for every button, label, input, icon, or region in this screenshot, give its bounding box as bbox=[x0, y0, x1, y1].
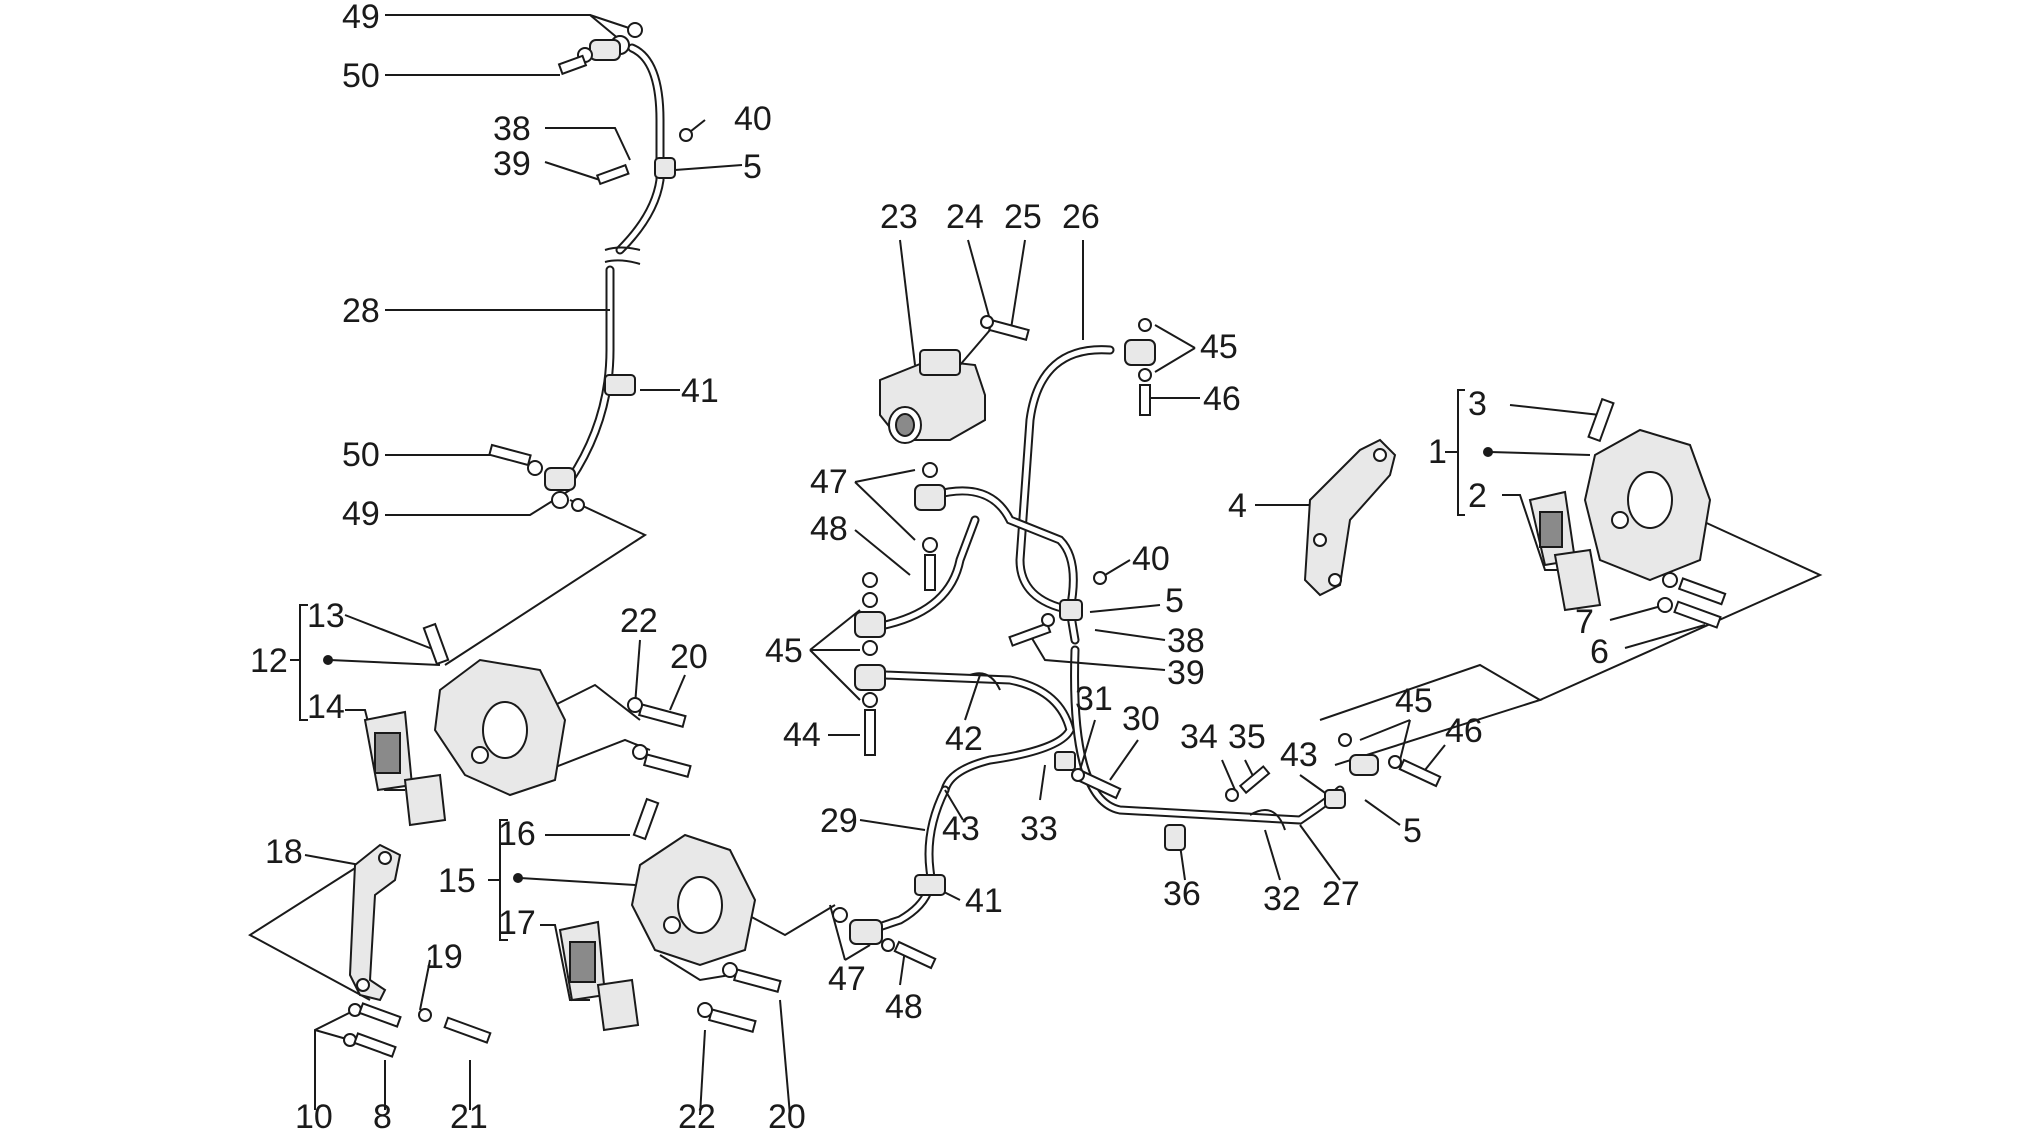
part-label: 17 bbox=[498, 904, 536, 942]
part-label: 5 bbox=[1403, 812, 1422, 850]
part-label: 7 bbox=[1575, 603, 1594, 641]
dot-1 bbox=[1483, 447, 1493, 457]
part-label: 41 bbox=[681, 372, 719, 410]
part-label: 34 bbox=[1180, 718, 1218, 756]
part-label: 38 bbox=[1167, 622, 1205, 660]
caliper-left bbox=[363, 622, 692, 827]
part-label: 50 bbox=[342, 436, 380, 474]
part-label: 47 bbox=[810, 463, 848, 501]
part-label: 33 bbox=[1020, 810, 1058, 848]
part-label: 40 bbox=[734, 100, 772, 138]
part-label: 43 bbox=[942, 810, 980, 848]
part-label: 14 bbox=[307, 688, 345, 726]
part-label: 44 bbox=[783, 716, 821, 754]
part-label: 25 bbox=[1004, 198, 1042, 236]
part-label: 47 bbox=[828, 960, 866, 998]
part-label: 45 bbox=[1395, 682, 1433, 720]
part-label: 3 bbox=[1468, 385, 1487, 423]
part-label: 18 bbox=[265, 833, 303, 871]
part-label: 46 bbox=[1445, 712, 1483, 750]
part-label: 4 bbox=[1228, 487, 1247, 525]
dot-15 bbox=[513, 873, 523, 883]
part-label: 12 bbox=[250, 642, 288, 680]
brake-pipes bbox=[565, 43, 1345, 935]
part-label: 20 bbox=[670, 638, 708, 676]
master-cylinder bbox=[879, 329, 991, 444]
part-label: 28 bbox=[342, 292, 380, 330]
part-label: 31 bbox=[1075, 680, 1113, 718]
part-label: 19 bbox=[425, 938, 463, 976]
part-label: 40 bbox=[1132, 540, 1170, 578]
part-label: 45 bbox=[1200, 328, 1238, 366]
part-label: 49 bbox=[342, 0, 380, 36]
part-label: 5 bbox=[743, 148, 762, 186]
part-label: 8 bbox=[373, 1098, 392, 1130]
part-label: 5 bbox=[1165, 582, 1184, 620]
bracket-18 bbox=[348, 843, 402, 1002]
part-label: 29 bbox=[820, 802, 858, 840]
part-label: 15 bbox=[438, 862, 476, 900]
part-label: 10 bbox=[295, 1098, 333, 1130]
part-label: 21 bbox=[450, 1098, 488, 1130]
part-label: 41 bbox=[965, 882, 1003, 920]
parts bbox=[343, 22, 1727, 1058]
part-label: 13 bbox=[307, 597, 345, 635]
part-label: 26 bbox=[1062, 198, 1100, 236]
part-label: 35 bbox=[1228, 718, 1266, 756]
part-label: 23 bbox=[880, 198, 918, 236]
part-label: 6 bbox=[1590, 633, 1609, 671]
part-label: 48 bbox=[885, 988, 923, 1026]
caliper-right bbox=[1528, 397, 1727, 629]
part-labels: 49 50 38 39 40 5 28 41 50 49 23 24 25 26… bbox=[250, 0, 1609, 1135]
caliper-lower bbox=[558, 797, 782, 1033]
bracket-4 bbox=[1303, 438, 1397, 597]
part-label: 39 bbox=[1167, 654, 1205, 692]
part-label: 42 bbox=[945, 720, 983, 758]
part-label: 45 bbox=[765, 632, 803, 670]
part-label: 30 bbox=[1122, 700, 1160, 738]
part-label: 49 bbox=[342, 495, 380, 533]
part-label: 27 bbox=[1322, 875, 1360, 913]
part-label: 1 bbox=[1428, 433, 1447, 471]
dot-12 bbox=[323, 655, 333, 665]
part-label: 16 bbox=[498, 815, 536, 853]
part-label: 43 bbox=[1280, 736, 1318, 774]
part-label: 2 bbox=[1468, 477, 1487, 515]
part-label: 32 bbox=[1263, 880, 1301, 918]
leader-lines bbox=[248, 14, 1823, 1116]
part-label: 38 bbox=[493, 110, 531, 148]
part-label: 48 bbox=[810, 510, 848, 548]
part-label: 50 bbox=[342, 57, 380, 95]
part-label: 39 bbox=[493, 145, 531, 183]
part-label: 24 bbox=[946, 198, 984, 236]
part-label: 20 bbox=[768, 1098, 806, 1130]
part-label: 36 bbox=[1163, 875, 1201, 913]
part-label: 22 bbox=[620, 602, 658, 640]
part-label: 22 bbox=[678, 1098, 716, 1130]
part-label: 46 bbox=[1203, 380, 1241, 418]
